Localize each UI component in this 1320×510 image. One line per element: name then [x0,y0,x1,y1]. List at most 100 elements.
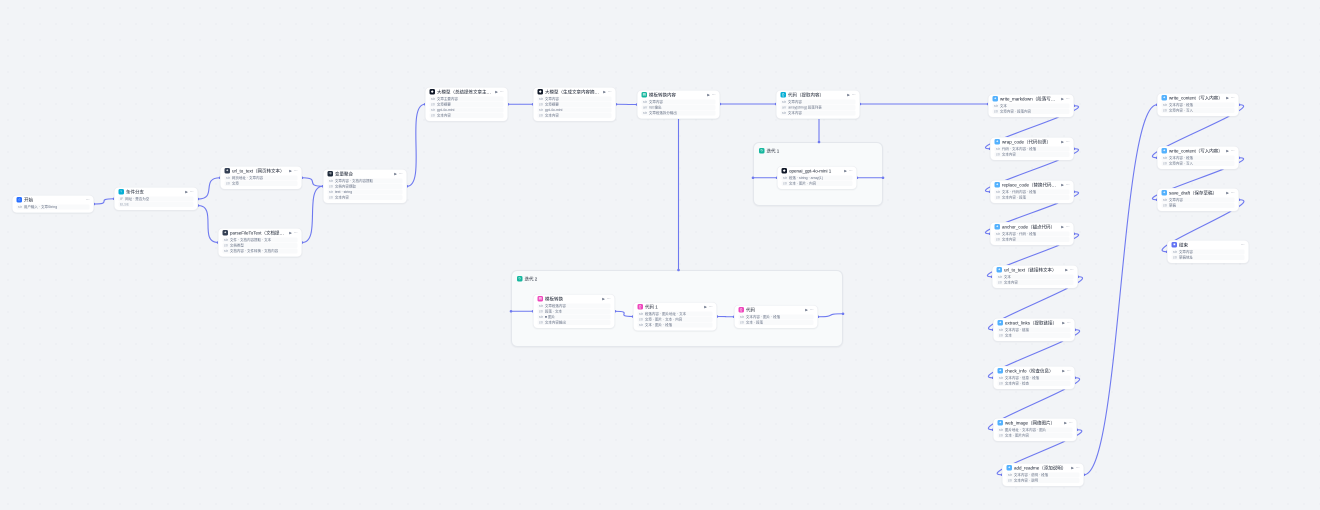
row-type-tag: str [782,111,786,115]
more-icon[interactable]: ··· [1066,183,1070,187]
code-icon: {} [780,92,786,98]
more-icon[interactable]: ··· [399,172,403,176]
row-value: 文本内容 · 代码 · 段落 [1001,232,1037,237]
row-value: 文章主要内容 [436,97,458,102]
run-icon[interactable]: ▶ [704,305,707,309]
more-icon[interactable]: ··· [86,198,90,202]
run-icon[interactable]: ▶ [1061,97,1064,101]
more-icon[interactable]: ··· [852,93,856,97]
more-icon[interactable]: ··· [608,90,612,94]
run-icon[interactable]: ▶ [1065,268,1068,272]
more-icon[interactable]: ··· [709,305,713,309]
row-type-tag: str [999,381,1003,386]
run-icon[interactable]: ▶ [1062,369,1065,373]
run-icon[interactable]: ▶ [1062,321,1065,325]
row-value: 文章内容 · 写入 [1168,162,1194,166]
row-value: 文档内容 · 文件转换 · 文档内容 [229,249,279,254]
row-value: 文件 · 文档内容提取 · 文本 [229,238,272,243]
run-icon[interactable]: ▶ [185,190,188,194]
run-icon[interactable]: ▶ [707,93,710,97]
more-icon[interactable]: ··· [1066,140,1070,144]
run-icon[interactable]: ▶ [603,90,606,94]
run-icon[interactable]: ▶ [289,169,292,173]
row-type-tag: str [999,376,1003,380]
node-llm1[interactable]: ◆大模型（总结提炼文章主要内容）▶···str文章主要内容str文章摘要strg… [425,87,508,122]
more-icon[interactable]: ··· [712,93,716,97]
row-type-tag: str [224,238,228,242]
run-icon[interactable]: ▶ [1061,183,1064,187]
more-icon[interactable]: ··· [810,308,814,312]
more-icon[interactable]: ··· [1066,225,1070,229]
node-title: 模板转换内容 [649,92,677,98]
run-icon[interactable]: ▶ [1061,140,1064,144]
run-icon[interactable]: ▶ [844,169,847,173]
run-icon[interactable]: ▶ [1226,191,1229,195]
run-icon[interactable]: ▶ [847,93,850,97]
run-icon[interactable]: ▶ [1071,466,1074,470]
more-icon[interactable]: ··· [1231,191,1235,195]
run-icon[interactable]: ▶ [289,231,292,235]
run-icon[interactable]: ▶ [1226,96,1229,100]
more-icon[interactable]: ··· [190,190,194,194]
row-type-tag: arr [782,105,787,110]
more-icon[interactable]: ··· [607,297,611,301]
run-icon[interactable]: ▶ [1064,421,1067,425]
more-icon[interactable]: ··· [849,169,853,173]
run-icon[interactable]: ▶ [1061,225,1064,229]
more-icon[interactable]: ··· [1069,421,1073,425]
more-icon[interactable]: ··· [1231,96,1235,100]
row-value: 文本 [1004,334,1012,338]
run-icon[interactable]: ▶ [394,172,397,176]
row-type-tag: str [539,309,543,314]
more-icon[interactable]: ··· [1241,243,1245,247]
run-icon[interactable]: ▶ [805,308,808,312]
more-icon[interactable]: ··· [500,90,504,94]
more-icon[interactable]: ··· [1070,268,1074,272]
more-icon[interactable]: ··· [294,231,298,235]
more-icon[interactable]: ··· [294,169,298,173]
edge-r9-f1 [1083,104,1158,476]
more-icon[interactable]: ··· [1076,466,1080,470]
run-icon[interactable]: ▶ [495,90,498,94]
run-icon[interactable]: ▶ [602,297,605,301]
more-icon[interactable]: ··· [1067,369,1071,373]
more-icon[interactable]: ··· [1066,97,1070,101]
more-icon[interactable]: ··· [1231,149,1235,153]
run-icon[interactable]: ▶ [1226,149,1229,153]
more-icon[interactable]: ··· [1067,321,1071,325]
row-value: 文本内容 [1001,153,1016,157]
code-icon: {} [738,307,744,313]
